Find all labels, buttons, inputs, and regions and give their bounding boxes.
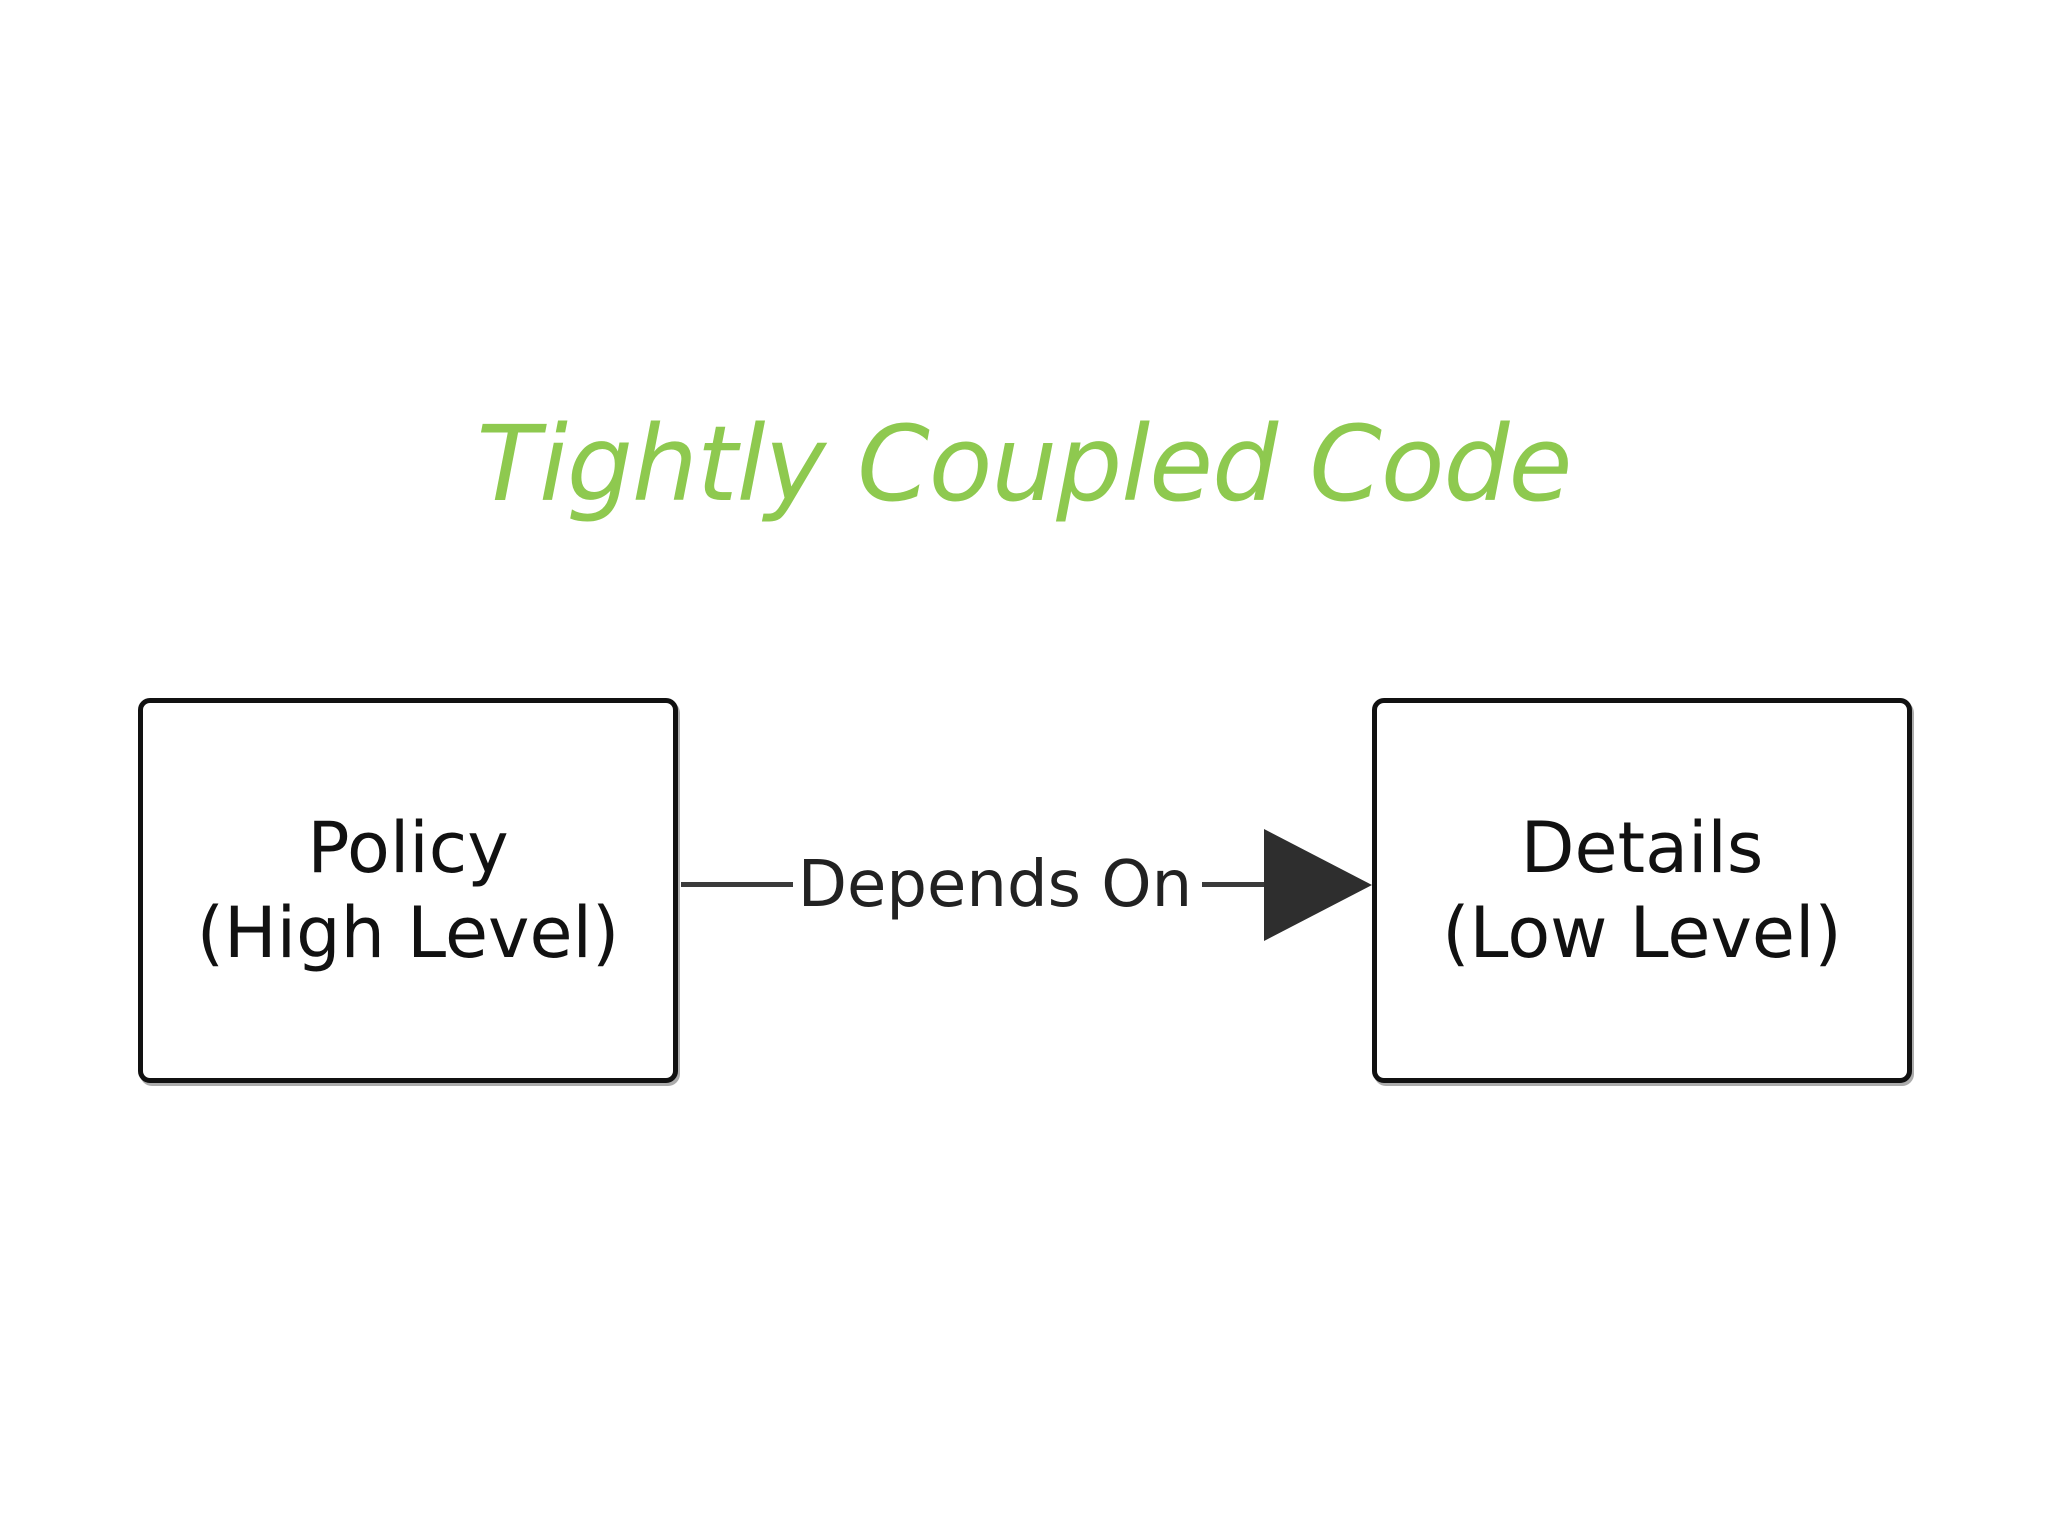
- slide-title: Tightly Coupled Code: [476, 403, 1572, 525]
- connector-line-right: [1202, 882, 1282, 887]
- arrowhead-icon: [1264, 829, 1372, 941]
- policy-box-title: Policy: [307, 806, 509, 889]
- details-box-title: Details: [1520, 806, 1764, 889]
- policy-box-subtitle: (High Level): [196, 891, 620, 974]
- connector-label: Depends On: [797, 848, 1193, 922]
- policy-box: Policy (High Level): [138, 698, 678, 1083]
- connector-line-left: [681, 882, 793, 887]
- details-box: Details (Low Level): [1372, 698, 1912, 1083]
- details-box-subtitle: (Low Level): [1442, 891, 1842, 974]
